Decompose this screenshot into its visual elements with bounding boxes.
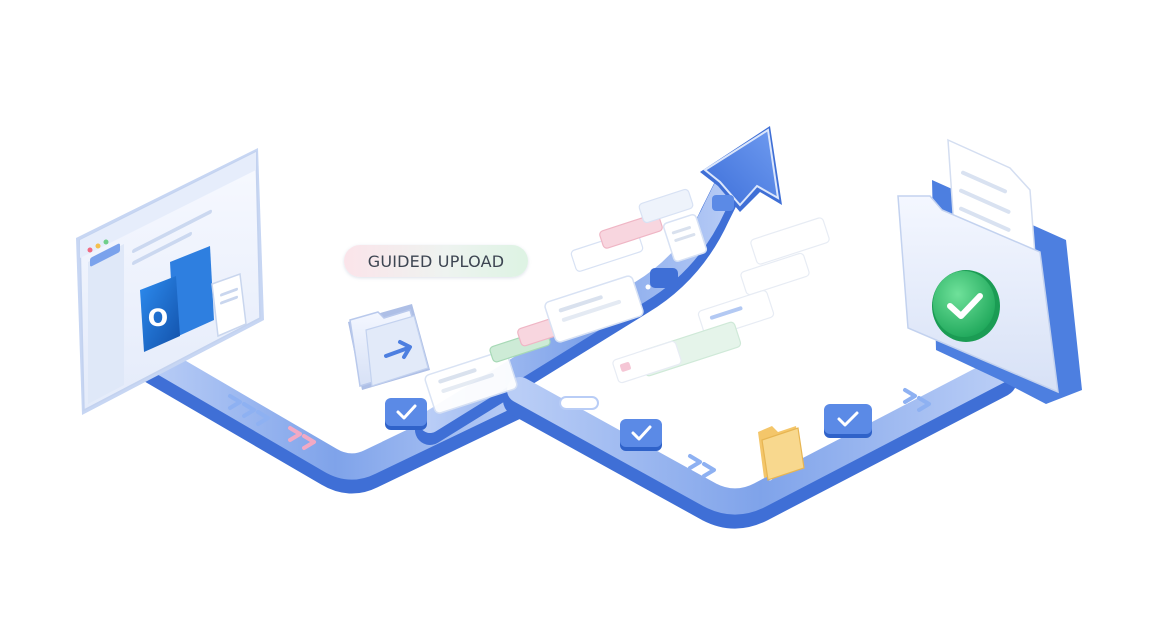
attachment-doc-icon — [211, 272, 247, 338]
source-email-window: O — [76, 148, 264, 415]
folder-arrow-icon — [348, 304, 430, 390]
upload-arrow-icon — [700, 126, 782, 212]
checkpoint-tiles — [385, 195, 872, 451]
floating-documents — [424, 188, 830, 414]
upload-path — [133, 156, 1017, 529]
checkpoint-icon — [620, 419, 662, 451]
badge-label: GUIDED UPLOAD — [367, 251, 505, 271]
guided-upload-badge: GUIDED UPLOAD — [344, 245, 528, 277]
folder-check-icon — [932, 270, 1000, 342]
outlook-letter: O — [148, 304, 168, 332]
outlook-icon: O — [140, 246, 214, 352]
destination-folder — [897, 138, 1082, 404]
path-chevrons — [228, 388, 931, 478]
checkpoint-icon — [824, 404, 872, 438]
small-folder-icon — [758, 426, 805, 481]
checkpoint-icon — [385, 398, 427, 430]
